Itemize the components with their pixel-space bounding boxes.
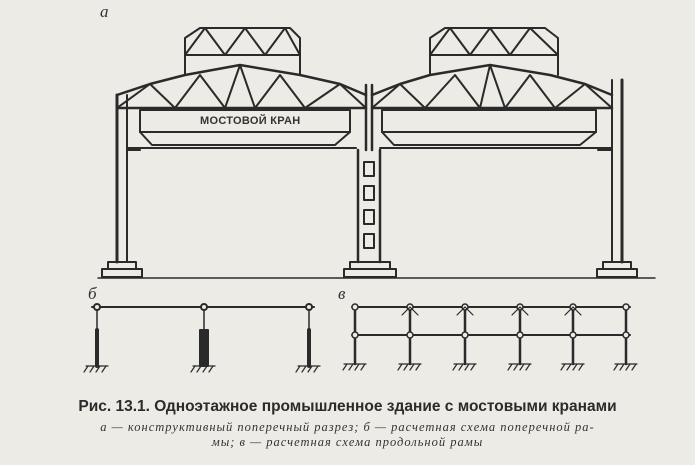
right-crane-bridge [379, 109, 613, 149]
scheme-b-transverse-frame [83, 303, 321, 373]
part-label-v: в [338, 284, 346, 303]
right-column [596, 78, 638, 278]
part-label-b: б [88, 284, 97, 303]
right-roof-truss [370, 27, 614, 110]
figure-caption-line-1: а — конструктивный поперечный разрез; б … [100, 420, 595, 434]
left-crane-bridge [127, 109, 357, 149]
figure-caption-title: Рис. 13.1. Одноэтажное промышленное здан… [78, 398, 617, 415]
scheme-v-longitudinal-frame [342, 303, 638, 371]
left-column [101, 93, 143, 278]
left-roof-truss [115, 27, 368, 110]
middle-column [343, 83, 397, 278]
part-label-a: а [100, 2, 109, 21]
figure-caption-line-2: мы; в — расчетная схема продольной рамы [211, 435, 484, 449]
crane-label: МОСТОВОЙ КРАН [200, 115, 301, 127]
